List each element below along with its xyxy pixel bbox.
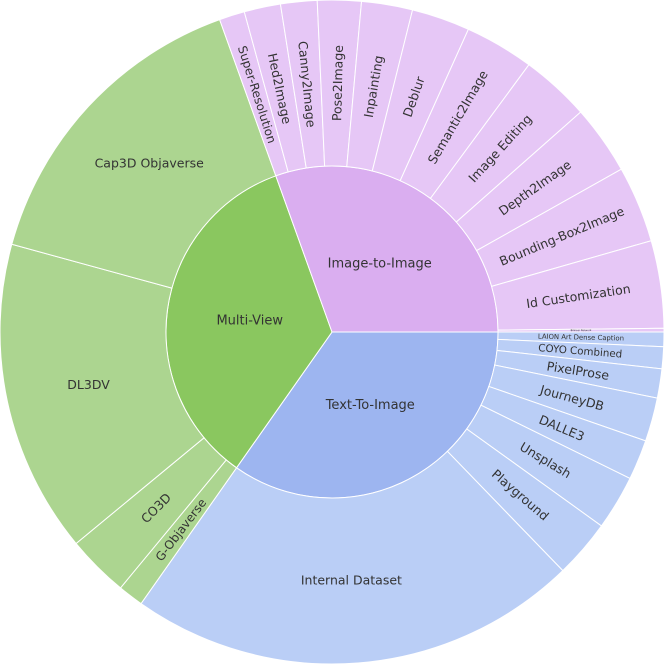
inner-label-image-to-image: Image-to-Image [328, 257, 432, 272]
outer-label-cap3d-objaverse: Cap3D Objaverse [95, 155, 205, 170]
outer-slice-dl3dv[interactable] [0, 243, 205, 545]
inner-label-text-to-image: Text-To-Image [325, 398, 415, 413]
outer-label-laion-art-dense-caption: LAION Art Dense Caption [538, 333, 624, 343]
outer-label-bilinear-network: Bilinear Network [571, 328, 592, 332]
inner-label-multi-view: Multi-View [216, 313, 283, 328]
outer-label-dl3dv: DL3DV [67, 377, 110, 392]
outer-slice-cap3d-objaverse[interactable] [11, 18, 277, 289]
outer-label-pose2image: Pose2Image [329, 45, 346, 122]
outer-slice-internal-dataset[interactable] [140, 450, 564, 664]
outer-label-internal-dataset: Internal Dataset [301, 573, 402, 588]
